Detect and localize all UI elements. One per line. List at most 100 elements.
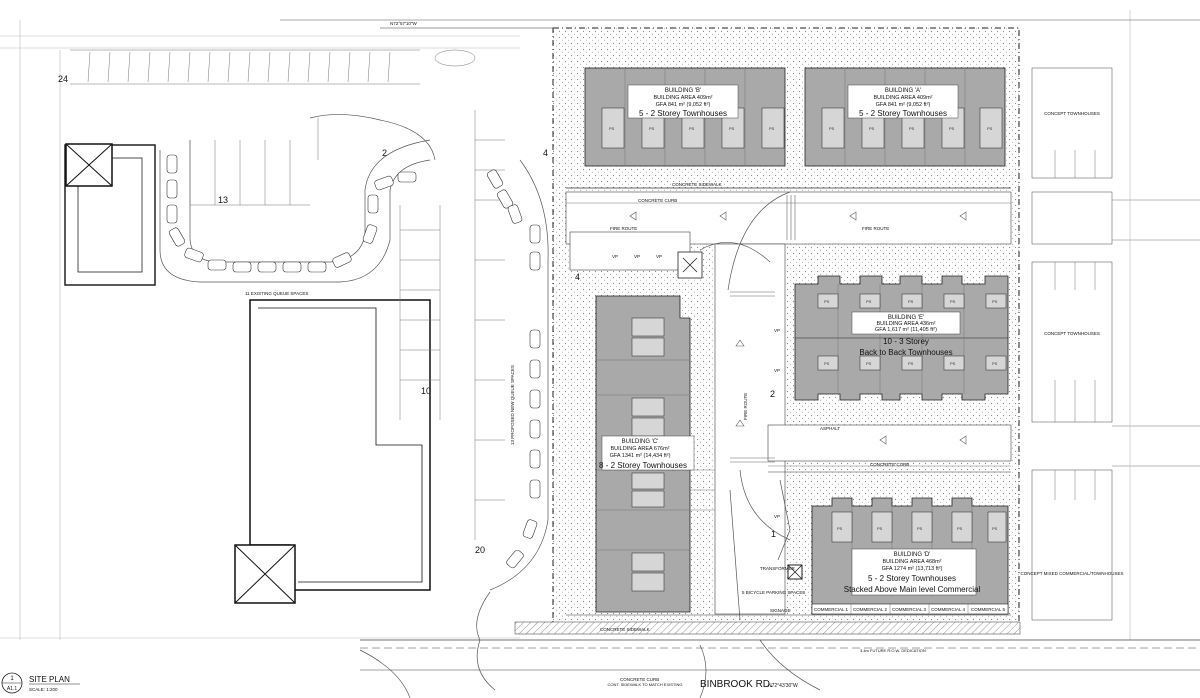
- commercial-1-label: COMMERCIAL 1: [814, 607, 849, 612]
- building-d-area: BUILDING AREA 468m²: [883, 559, 942, 565]
- commercial-3-label: COMMERCIAL 3: [892, 607, 927, 612]
- vp-label-5: VP: [774, 368, 780, 373]
- transformer-label: TRANSFORMER: [760, 566, 796, 571]
- building-e-desc1: 10 - 3 Storey: [883, 337, 929, 346]
- svg-text:PS: PS: [909, 126, 915, 131]
- svg-text:PS: PS: [877, 526, 883, 531]
- parking-count-10: 10: [421, 386, 431, 396]
- building-e-gfa: GFA 1,617 m² (11,405 ft²): [875, 327, 937, 333]
- svg-text:PS: PS: [869, 126, 875, 131]
- parking-count-2b: 2: [770, 389, 775, 399]
- parking-stalls-top: [70, 49, 420, 85]
- concrete-sidewalk-label: CONCRETE SIDEWALK: [672, 182, 722, 187]
- parking-count-13: 13: [218, 195, 228, 205]
- title-scale: SCALE: 1:200: [29, 687, 58, 692]
- vp-label-1: VP: [612, 254, 618, 259]
- svg-text:PS: PS: [649, 126, 655, 131]
- svg-text:PS: PS: [866, 299, 872, 304]
- parking-count-20: 20: [475, 545, 485, 555]
- svg-text:PS: PS: [609, 126, 615, 131]
- parking-counts: 24 13 2 4 4 10 20 2 1: [58, 74, 776, 555]
- building-a-desc: 5 - 2 Storey Townhouses: [859, 109, 947, 118]
- svg-text:PS: PS: [866, 361, 872, 366]
- street-name: BINBROOK RD.: [700, 679, 773, 690]
- binbrook-road: BINBROOK RD. N72°43'30"W CONT. SIDEWALK …: [359, 591, 1200, 698]
- svg-text:PS: PS: [824, 299, 830, 304]
- building-a-area: BUILDING AREA 409m²: [874, 95, 933, 101]
- building-e-desc2: Back to Back Townhouses: [859, 348, 952, 357]
- vp-label-3: VP: [656, 254, 662, 259]
- queue-cars: [166, 154, 417, 273]
- fire-route-label-1: FIRE ROUTE: [610, 226, 637, 231]
- vp-label-2: VP: [634, 254, 640, 259]
- title-ref-sheet: A1.1: [7, 686, 18, 692]
- concept-townhouses-label-1: CONCEPT TOWNHOUSES: [1044, 111, 1100, 116]
- neighbour-west-site: [0, 20, 549, 640]
- bicycle-parking-label: 5 BICYCLE PARKING SPACES: [742, 590, 805, 595]
- parking-count-4a: 4: [543, 148, 548, 158]
- building-d-desc1: 5 - 2 Storey Townhouses: [868, 574, 956, 583]
- svg-text:PS: PS: [949, 126, 955, 131]
- concrete-sidewalk-label-2: CONCRETE SIDEWALK: [600, 627, 650, 632]
- proposed-queue-cars: [486, 169, 541, 569]
- svg-text:PS: PS: [917, 526, 923, 531]
- building-e-area: BUILDING AREA 436m²: [877, 321, 936, 327]
- drawing-title: 1 A1.1 SITE PLAN SCALE: 1:200: [1, 672, 80, 694]
- concept-mixed-label: CONCEPT MIXED COMMERCIAL/TOWNHOUSES: [1020, 571, 1123, 576]
- svg-text:PS: PS: [837, 526, 843, 531]
- fire-route-label-3: FIRE ROUTE: [743, 393, 748, 420]
- parking-count-1: 1: [771, 529, 776, 539]
- commercial-2-label: COMMERCIAL 2: [853, 607, 888, 612]
- svg-text:PS: PS: [987, 126, 993, 131]
- concrete-curb-label-3: CONCRETE CURB: [620, 677, 659, 682]
- parking-count-24: 24: [58, 74, 68, 84]
- svg-text:PS: PS: [908, 361, 914, 366]
- building-d-desc2: Stacked Above Main level Commercial: [844, 585, 981, 594]
- building-d-name: BUILDING 'D': [894, 552, 931, 558]
- svg-text:PS: PS: [769, 126, 775, 131]
- commercial-4-label: COMMERCIAL 4: [931, 607, 966, 612]
- parking-count-2a: 2: [382, 148, 387, 158]
- concept-east-lots: CONCEPT TOWNHOUSES CONCEPT TOWNHOUSES CO…: [1020, 10, 1200, 640]
- building-b-gfa: GFA 841 m² (9,052 ft²): [656, 102, 711, 108]
- north-bearing: N72°57'10"W: [390, 21, 418, 26]
- building-e-name: BUILDING 'E': [888, 315, 924, 321]
- building-b-area: BUILDING AREA 409m²: [654, 95, 713, 101]
- building-c: BUILDING 'C' BUILDING AREA 676m² GFA 134…: [595, 295, 695, 613]
- svg-text:PS: PS: [729, 126, 735, 131]
- building-c-desc: 8 - 2 Storey Townhouses: [599, 461, 687, 470]
- svg-text:PS: PS: [950, 361, 956, 366]
- building-a-gfa: GFA 841 m² (9,052 ft²): [876, 102, 931, 108]
- svg-text:PS: PS: [829, 126, 835, 131]
- svg-text:PS: PS: [992, 526, 998, 531]
- building-d-gfa: GFA 1274 m² (13,713 ft²): [882, 566, 943, 572]
- building-a-name: BUILDING 'A': [885, 88, 921, 94]
- svg-text:PS: PS: [950, 299, 956, 304]
- vp-label-6: VP: [774, 514, 780, 519]
- proposed-queue-label: 13 PROPOSED NEW QUEUE SPACES: [510, 365, 515, 445]
- existing-queue-label: 11 EXISTING QUEUE SPACES: [245, 291, 308, 296]
- building-c-name: BUILDING 'C': [622, 439, 659, 445]
- fire-route-label-2: FIRE ROUTE: [862, 226, 889, 231]
- concrete-curb-label: CONCRETE CURB: [638, 198, 677, 203]
- building-c-area: BUILDING AREA 676m²: [611, 446, 670, 452]
- title-name: SITE PLAN: [29, 675, 70, 684]
- asphalt-label: ASPHALT: [820, 426, 840, 431]
- svg-text:PS: PS: [824, 361, 830, 366]
- parking-count-4b: 4: [575, 272, 580, 282]
- title-ref-number: 1: [10, 676, 14, 682]
- street-bearing: N72°43'30"W: [768, 683, 798, 689]
- vp-label-4: VP: [774, 328, 780, 333]
- svg-text:PS: PS: [992, 299, 998, 304]
- building-c-gfa: GFA 1341 m² (14,434 ft²): [610, 453, 671, 459]
- svg-text:PS: PS: [992, 361, 998, 366]
- svg-text:PS: PS: [689, 126, 695, 131]
- building-b-desc: 5 - 2 Storey Townhouses: [639, 109, 727, 118]
- concept-townhouses-label-2: CONCEPT TOWNHOUSES: [1044, 331, 1100, 336]
- signage-label: SIGNAGE: [770, 608, 791, 613]
- commercial-5-label: COMMERCIAL 5: [971, 607, 1006, 612]
